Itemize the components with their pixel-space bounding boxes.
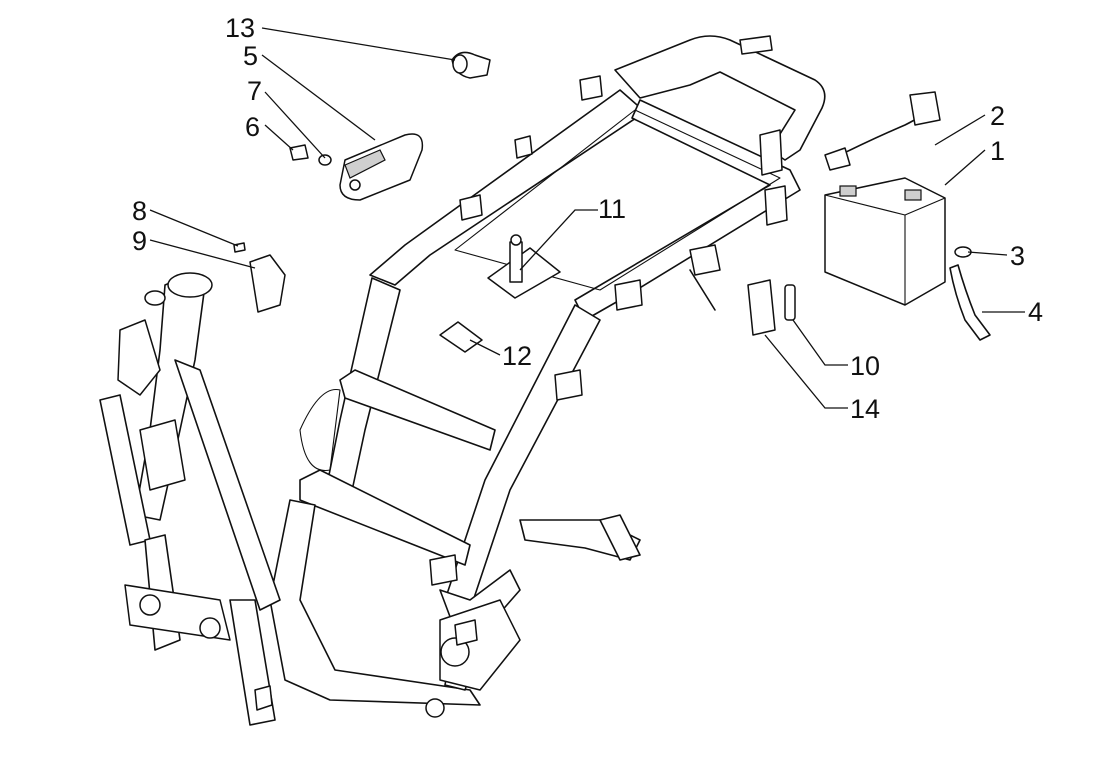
part-1-battery [824, 177, 946, 306]
callout-12: 12 [502, 341, 532, 371]
scooter-frame [99, 35, 826, 726]
part-4-breather-hose [949, 264, 991, 341]
callout-14: 14 [850, 394, 880, 424]
callout-11: 11 [598, 194, 626, 224]
callout-2: 2 [990, 101, 1005, 131]
callout-5: 5 [243, 41, 258, 71]
callout-1: 1 [990, 136, 1005, 166]
callout-6: 6 [245, 112, 260, 142]
part-10-fuse [784, 284, 796, 321]
part-11-fastener [487, 234, 561, 299]
part-5-electronic-unit [339, 133, 424, 201]
callout-4: 4 [1028, 297, 1043, 327]
leader-lines [149, 27, 1025, 409]
callout-8: 8 [132, 196, 147, 226]
part-12-clip [439, 321, 483, 353]
callout-9: 9 [132, 226, 147, 256]
part-13-connector [451, 51, 491, 79]
callout-7: 7 [247, 76, 262, 106]
part-2-cable [824, 91, 941, 171]
part-14-label [747, 279, 776, 336]
callout-13: 13 [225, 13, 255, 43]
part-7-washer [318, 154, 332, 166]
callout-labels: 13 5 7 6 8 9 11 12 2 1 3 4 10 14 [132, 13, 1043, 424]
part-6-screw [289, 144, 309, 161]
part-9-bracket [249, 254, 286, 313]
callout-3: 3 [1010, 241, 1025, 271]
callout-10: 10 [850, 351, 880, 381]
